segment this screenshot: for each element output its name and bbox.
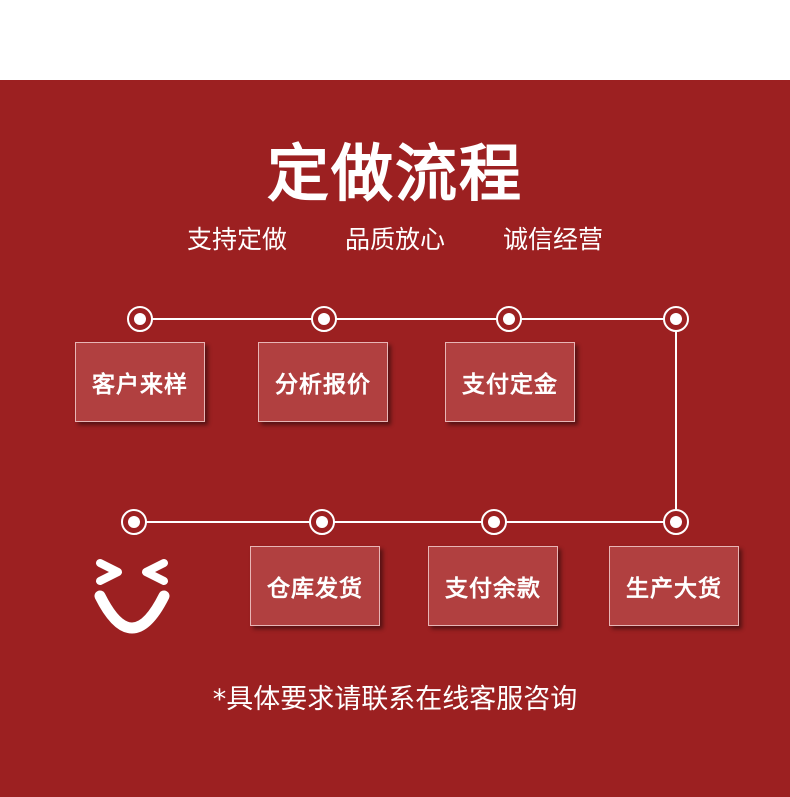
page-title: 定做流程 — [266, 137, 523, 210]
contact-note: *具体要求请联系在线客服咨询 — [212, 684, 578, 715]
step-pay-balance: 支付余款 — [428, 546, 558, 626]
step-customer-sample: 客户来样 — [75, 342, 205, 422]
subtitle-item-quality: 品质放心 — [344, 225, 445, 254]
subtitle-item-custom: 支持定做 — [187, 225, 288, 254]
circle-node-icon — [496, 306, 522, 332]
circle-node-icon — [663, 306, 689, 332]
circle-node-icon — [127, 306, 153, 332]
circle-node-icon — [121, 509, 147, 535]
subtitle-item-integrity: 诚信经营 — [502, 225, 603, 254]
smiley-face-icon — [94, 559, 170, 634]
step-analysis-quote: 分析报价 — [258, 342, 388, 422]
circle-node-icon — [309, 509, 335, 535]
step-mass-production: 生产大货 — [609, 546, 739, 626]
flow-nodes — [121, 306, 689, 535]
background-panel — [0, 80, 790, 797]
circle-node-icon — [663, 509, 689, 535]
circle-node-icon — [481, 509, 507, 535]
subtitle: 支持定做 品质放心 诚信经营 — [0, 224, 790, 256]
step-warehouse-shipping: 仓库发货 — [250, 546, 380, 626]
step-pay-deposit: 支付定金 — [445, 342, 575, 422]
circle-node-icon — [311, 306, 337, 332]
